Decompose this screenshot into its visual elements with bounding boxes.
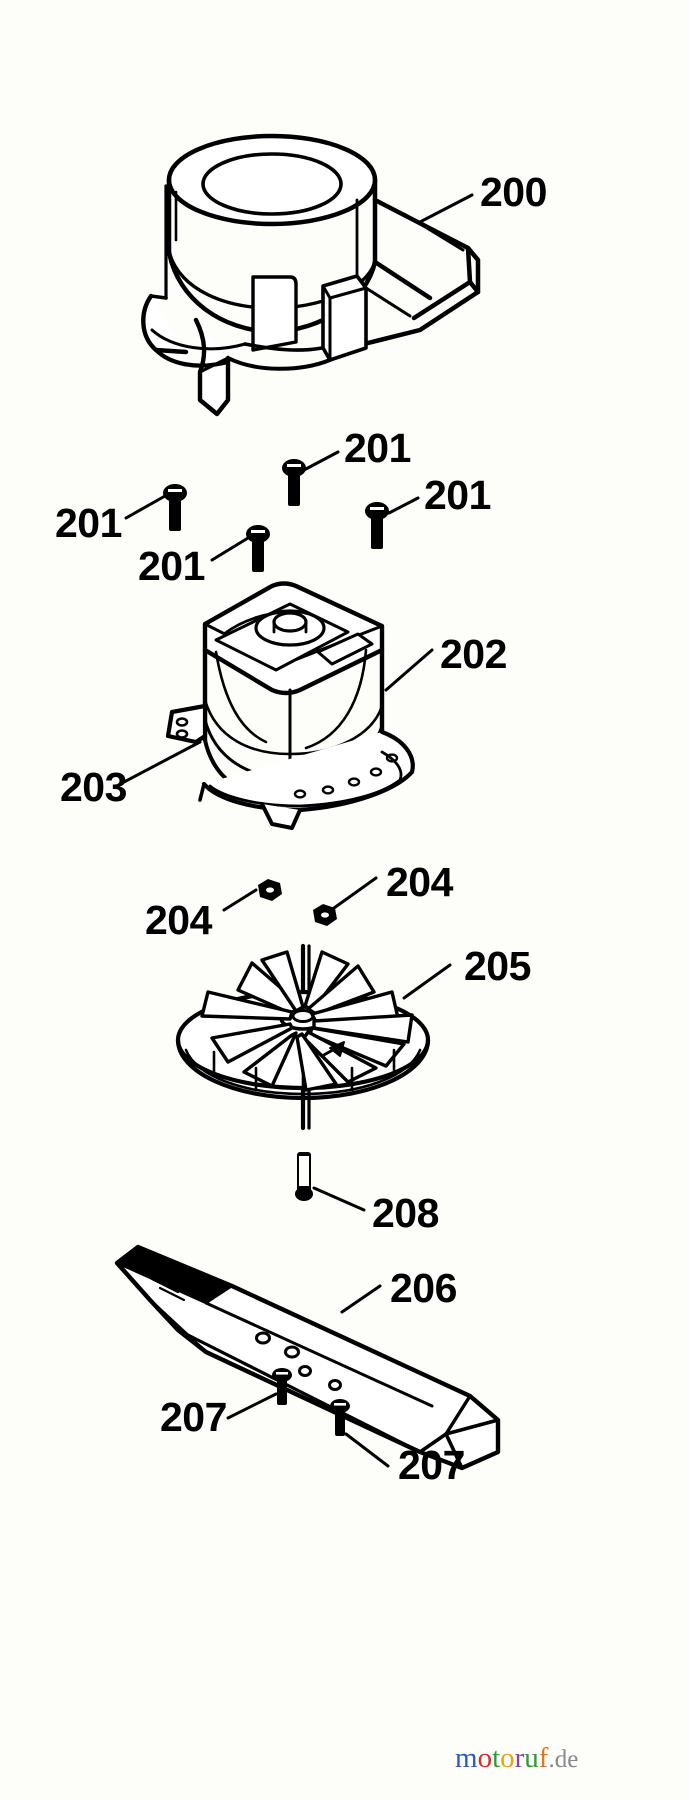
- blade-screw-right: [330, 1399, 350, 1436]
- leader-200: [418, 193, 474, 224]
- callout-200: 200: [480, 169, 547, 215]
- callout-201-b: 201: [424, 472, 491, 518]
- screw-b: [365, 502, 389, 549]
- part-208-bolt: [295, 1152, 313, 1201]
- callout-207-left: 207: [160, 1394, 227, 1440]
- screw-c: [163, 484, 187, 531]
- leader-205: [402, 963, 452, 1000]
- callout-201-c: 201: [55, 500, 122, 546]
- watermark-letter-f: f: [538, 1742, 549, 1774]
- callout-203: 203: [60, 764, 127, 810]
- leader-204-right: [332, 876, 378, 910]
- part-203-bracket: [165, 703, 415, 830]
- part-206-blade: [114, 1244, 501, 1471]
- callout-205: 205: [464, 943, 531, 989]
- leader-207-right: [344, 1432, 390, 1468]
- watermark-letter-m: m: [455, 1742, 478, 1774]
- leader-201-c: [124, 494, 167, 520]
- part-204-nuts: [258, 879, 337, 926]
- screw-d: [246, 525, 270, 572]
- watermark-suffix: .de: [548, 1746, 579, 1773]
- nut-left: [258, 879, 282, 901]
- callout-201-a: 201: [344, 425, 411, 471]
- part-205-fan: [175, 943, 431, 1131]
- leader-207-left: [226, 1392, 278, 1420]
- watermark: motoruf.de: [455, 1742, 578, 1775]
- watermark-letter-o2: o: [500, 1742, 515, 1774]
- nut-right: [313, 904, 337, 926]
- callout-204-right: 204: [386, 859, 453, 905]
- part-201-screws: [163, 459, 389, 572]
- callout-204-left: 204: [145, 897, 212, 943]
- leader-202: [384, 648, 434, 692]
- leader-201-b: [387, 496, 420, 515]
- watermark-letter-r: r: [514, 1742, 525, 1774]
- watermark-letter-u: u: [524, 1742, 539, 1774]
- callout-206: 206: [390, 1265, 457, 1311]
- leader-204-left: [222, 888, 258, 912]
- screw-a: [282, 459, 306, 506]
- part-207-screws: [272, 1368, 350, 1436]
- part-200-shroud: [141, 133, 481, 417]
- leader-203: [122, 740, 202, 784]
- leader-208: [312, 1186, 366, 1212]
- watermark-letter-t: t: [492, 1742, 501, 1774]
- leader-206: [340, 1284, 382, 1314]
- callout-201-d: 201: [138, 543, 205, 589]
- blade-screw-left: [272, 1368, 292, 1405]
- leader-201-d: [210, 536, 250, 562]
- leader-201-a: [302, 450, 340, 472]
- callout-207-right: 207: [398, 1442, 465, 1488]
- callout-202: 202: [440, 631, 507, 677]
- watermark-letter-o1: o: [477, 1742, 493, 1774]
- callout-208: 208: [372, 1190, 439, 1236]
